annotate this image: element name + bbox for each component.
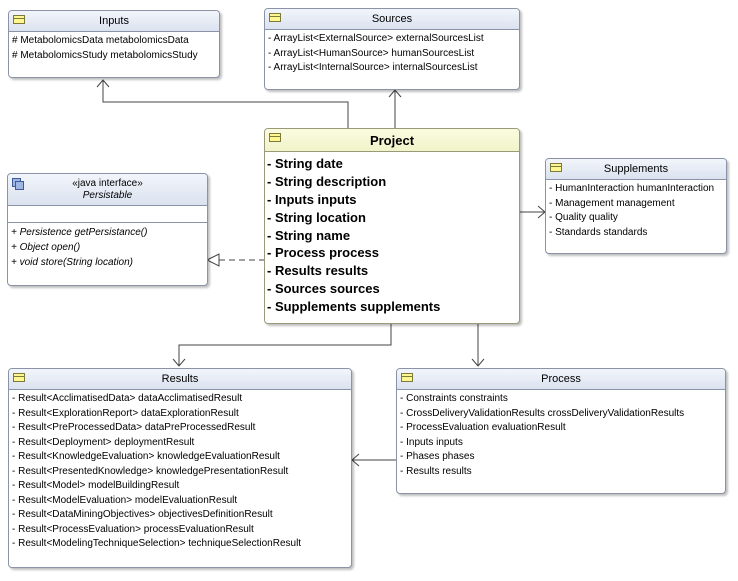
class-project-name: Project xyxy=(369,133,415,148)
arrowhead-realization xyxy=(205,253,220,267)
interface-persistable[interactable]: «java interface» Persistable + Persisten… xyxy=(7,173,208,286)
attribute: - Results results xyxy=(267,263,369,279)
attribute: - Inputs inputs xyxy=(400,436,463,448)
attribute: - CrossDeliveryValidationResults crossDe… xyxy=(400,407,685,419)
class-supplements-name: Supplements xyxy=(603,163,669,175)
class-process-name: Process xyxy=(541,373,581,385)
attribute: - Result<ProcessEvaluation> processEvalu… xyxy=(12,523,254,535)
interface-persistable-header: «java interface» Persistable xyxy=(8,174,207,206)
attribute: - HumanInteraction humanInteraction xyxy=(549,183,715,194)
operation: + Object open() xyxy=(11,242,81,253)
interface-stereotype: «java interface» xyxy=(72,178,143,189)
arrowhead-process-results xyxy=(351,453,360,467)
class-icon xyxy=(13,15,25,24)
class-inputs[interactable]: Inputs # MetabolomicsData metabolomicsDa… xyxy=(8,10,220,78)
class-inputs-name: Inputs xyxy=(99,15,129,27)
class-sources-name: Sources xyxy=(371,13,413,25)
attribute: - Supplements supplements xyxy=(267,299,441,315)
attribute: - Result<DataMiningObjectives> objective… xyxy=(12,509,273,520)
attribute: - Results results xyxy=(400,465,472,477)
interface-persistable-name: Persistable xyxy=(82,190,133,201)
attribute: # MetabolomicsStudy metabolomicsStudy xyxy=(12,49,198,61)
attribute: - Result<PresentedKnowledge> knowledgePr… xyxy=(12,465,289,477)
class-project[interactable]: Project - String date - String descripti… xyxy=(264,128,520,324)
attribute: - ProcessEvaluation evaluationResult xyxy=(400,422,566,433)
attribute: - Result<ModelEvaluation> modelEvaluatio… xyxy=(12,494,238,506)
attribute: - String location xyxy=(267,209,366,225)
attribute: - Phases phases xyxy=(400,451,475,462)
attribute: - Result<ExplorationReport> dataExplorat… xyxy=(12,407,239,419)
attribute: - ArrayList<HumanSource> humanSourcesLis… xyxy=(268,47,475,59)
attribute: - Result<ModelingTechniqueSelection> tec… xyxy=(12,538,302,549)
link-project-inputs xyxy=(102,80,349,129)
interface-icon xyxy=(12,178,24,190)
attribute: - Result<AcclimatisedData> dataAcclimati… xyxy=(12,393,243,404)
class-icon xyxy=(401,373,413,382)
class-icon xyxy=(269,133,281,142)
attribute: - Process process xyxy=(267,245,380,261)
class-inputs-header: Inputs xyxy=(9,11,219,32)
class-process-header: Process xyxy=(397,369,725,390)
class-results-header: Results xyxy=(9,369,351,390)
arrowhead-process xyxy=(471,358,485,367)
class-project-header: Project xyxy=(265,129,519,152)
operation: + void store(String location) xyxy=(11,257,134,268)
attribute-compartment xyxy=(8,206,207,223)
attribute: - String description xyxy=(267,173,387,189)
class-supplements[interactable]: Supplements - HumanInteraction humanInte… xyxy=(545,158,727,254)
class-icon xyxy=(13,373,25,382)
arrowhead-inputs xyxy=(96,79,110,88)
arrowhead-results xyxy=(172,358,186,367)
class-results-name: Results xyxy=(161,373,199,385)
attribute: - ArrayList<InternalSource> internalSour… xyxy=(268,62,478,73)
attribute: - Sources sources xyxy=(267,281,380,297)
class-icon xyxy=(269,13,281,22)
attribute: - ArrayList<ExternalSource> externalSour… xyxy=(268,33,484,44)
attribute: - Quality quality xyxy=(549,212,618,223)
attribute: - String date xyxy=(267,156,343,171)
attribute: - Result<KnowledgeEvaluation> knowledgeE… xyxy=(12,451,280,462)
attribute: - Result<Deployment> deploymentResult xyxy=(12,436,195,448)
arrowhead-sources xyxy=(388,89,402,98)
attribute: - Result<PreProcessedData> dataPreProces… xyxy=(12,422,256,433)
class-sources[interactable]: Sources - ArrayList<ExternalSource> exte… xyxy=(264,8,520,90)
class-process[interactable]: Process - Constraints constraints - Cros… xyxy=(396,368,726,494)
attribute: - Management management xyxy=(549,197,675,209)
operation: + Persistence getPersistance() xyxy=(11,227,148,238)
attribute: - String name xyxy=(267,227,351,243)
class-sources-header: Sources xyxy=(265,9,519,30)
attribute: - Result<Model> modelBuildingResult xyxy=(12,480,180,491)
class-supplements-header: Supplements xyxy=(546,159,726,180)
class-results[interactable]: Results - Result<AcclimatisedData> dataA… xyxy=(8,368,352,568)
class-icon xyxy=(550,163,562,172)
link-project-results xyxy=(178,323,392,366)
attribute: - Inputs inputs xyxy=(267,191,357,207)
attribute: # MetabolomicsData metabolomicsData xyxy=(12,35,189,46)
attribute: - Standards standards xyxy=(549,226,648,238)
attribute: - Constraints constraints xyxy=(400,393,508,404)
